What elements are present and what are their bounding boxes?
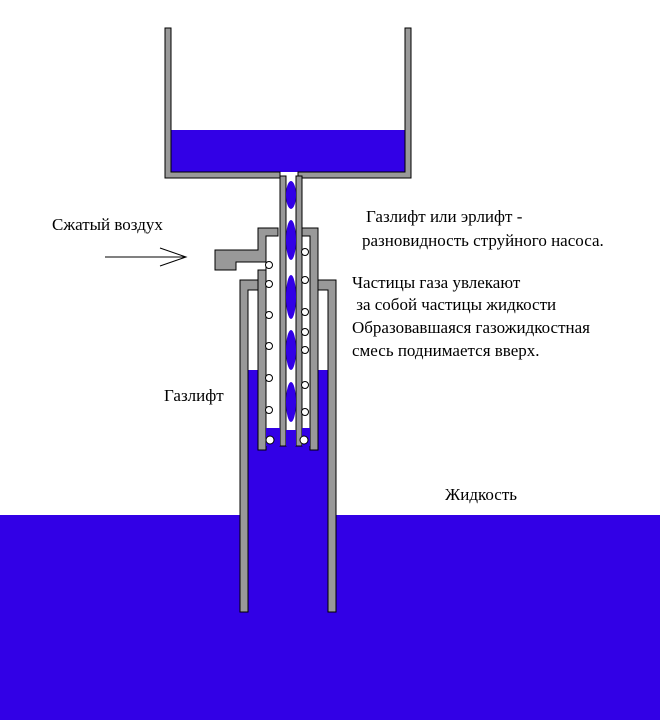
liquid-slugs (286, 181, 296, 446)
description-line-4: смесь поднимается вверх. (352, 341, 540, 360)
tank-liquid (171, 130, 405, 172)
description-line-3: Образовавшаяся газожидкостная (352, 318, 590, 337)
description-line-1: Частицы газа увлекают (352, 273, 521, 292)
air-injector (214, 227, 319, 451)
title-line-2: разновидность струйного насоса. (362, 231, 604, 250)
compressed-air-label: Сжатый воздух (52, 215, 163, 234)
description-line-2: за собой частицы жидкости (352, 295, 556, 314)
title-line-1: Газлифт или эрлифт - (366, 207, 523, 226)
liquid-label: Жидкость (445, 485, 517, 504)
gaslift-label: Газлифт (164, 386, 224, 405)
air-flow-arrow (105, 247, 188, 267)
collection-tank (164, 27, 412, 179)
gas-bubbles (265, 248, 309, 445)
